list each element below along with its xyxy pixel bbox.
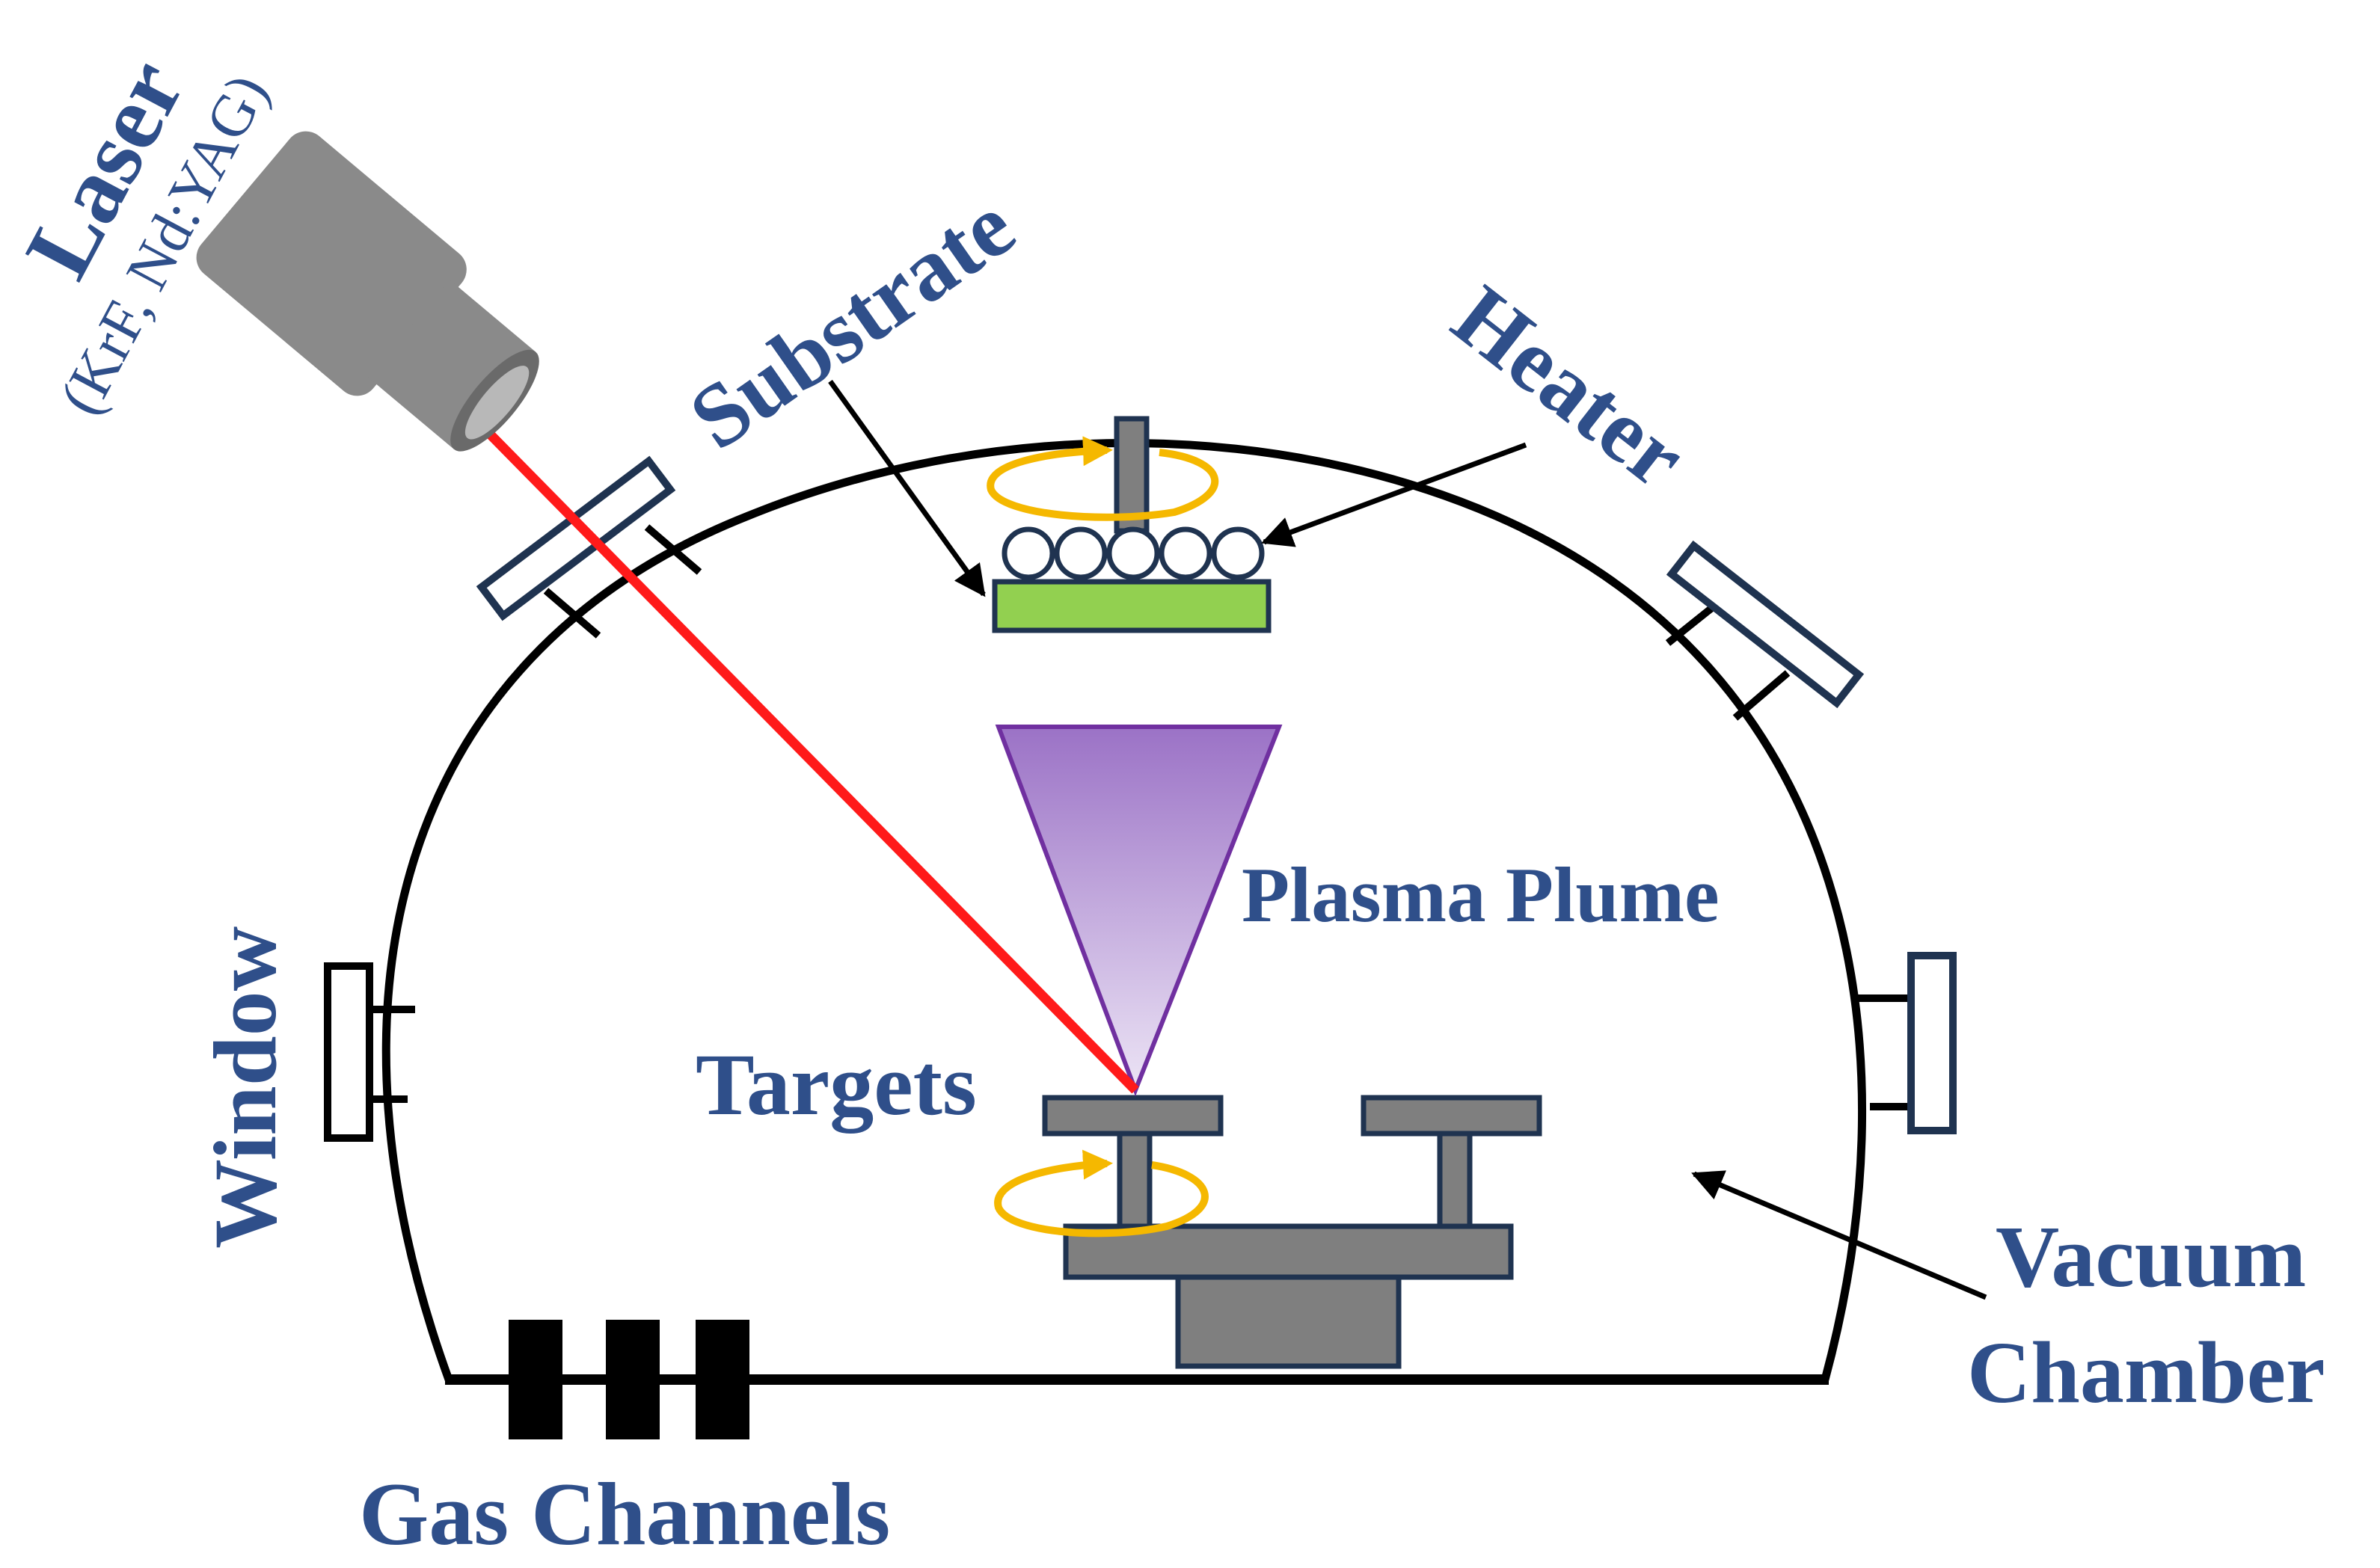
heater-coils [1002,526,1265,580]
gas-channels [509,1320,749,1439]
heater-coil-4 [1159,526,1212,580]
heater-label: Heater [1435,266,1705,507]
substrate-pointer-arrow [828,379,986,597]
plasma-plume-label: Plasma Plume [1242,851,1720,938]
heater-pointer-arrow [1261,442,1527,547]
window-label: Window [195,926,295,1249]
target-post-right [1437,1126,1473,1229]
substrate-rotation-arrow [987,436,1219,521]
target-post-left [1117,1126,1153,1229]
heater-coil-3 [1106,526,1160,580]
laser-body [196,131,539,452]
heater-coil-1 [1002,526,1055,580]
target-rotation-arrow [994,1149,1209,1238]
gas-channel-3 [696,1320,749,1439]
vacuum-chamber-pointer-arrow [1691,1170,1987,1300]
gas-channel-1 [509,1320,562,1439]
heater-coil-2 [1054,526,1108,580]
targets-label: Targets [696,1036,977,1134]
target-plate-left [1042,1095,1224,1137]
stage-platform [1063,1223,1514,1280]
target-stage [1042,1095,1542,1369]
plasma-plume [995,725,1283,1097]
laser-beam [460,404,1139,1094]
vacuum-label: Vacuum [1996,1208,2306,1306]
target-plate-right [1361,1095,1542,1137]
left-side-window-port [324,962,415,1142]
right-side-window-port [1851,952,1957,1134]
upper-right-window-port [1665,540,1865,721]
substrate-label: Substrate [672,175,1031,468]
heater-coil-5 [1211,526,1265,580]
gas-channel-2 [606,1320,660,1439]
gas-channels-label: Gas Channels [359,1464,890,1564]
upper-left-window-port [476,455,702,639]
stage-pedestal [1175,1272,1402,1369]
chamber-label: Chamber [1967,1323,2325,1421]
substrate-plate [992,579,1272,633]
